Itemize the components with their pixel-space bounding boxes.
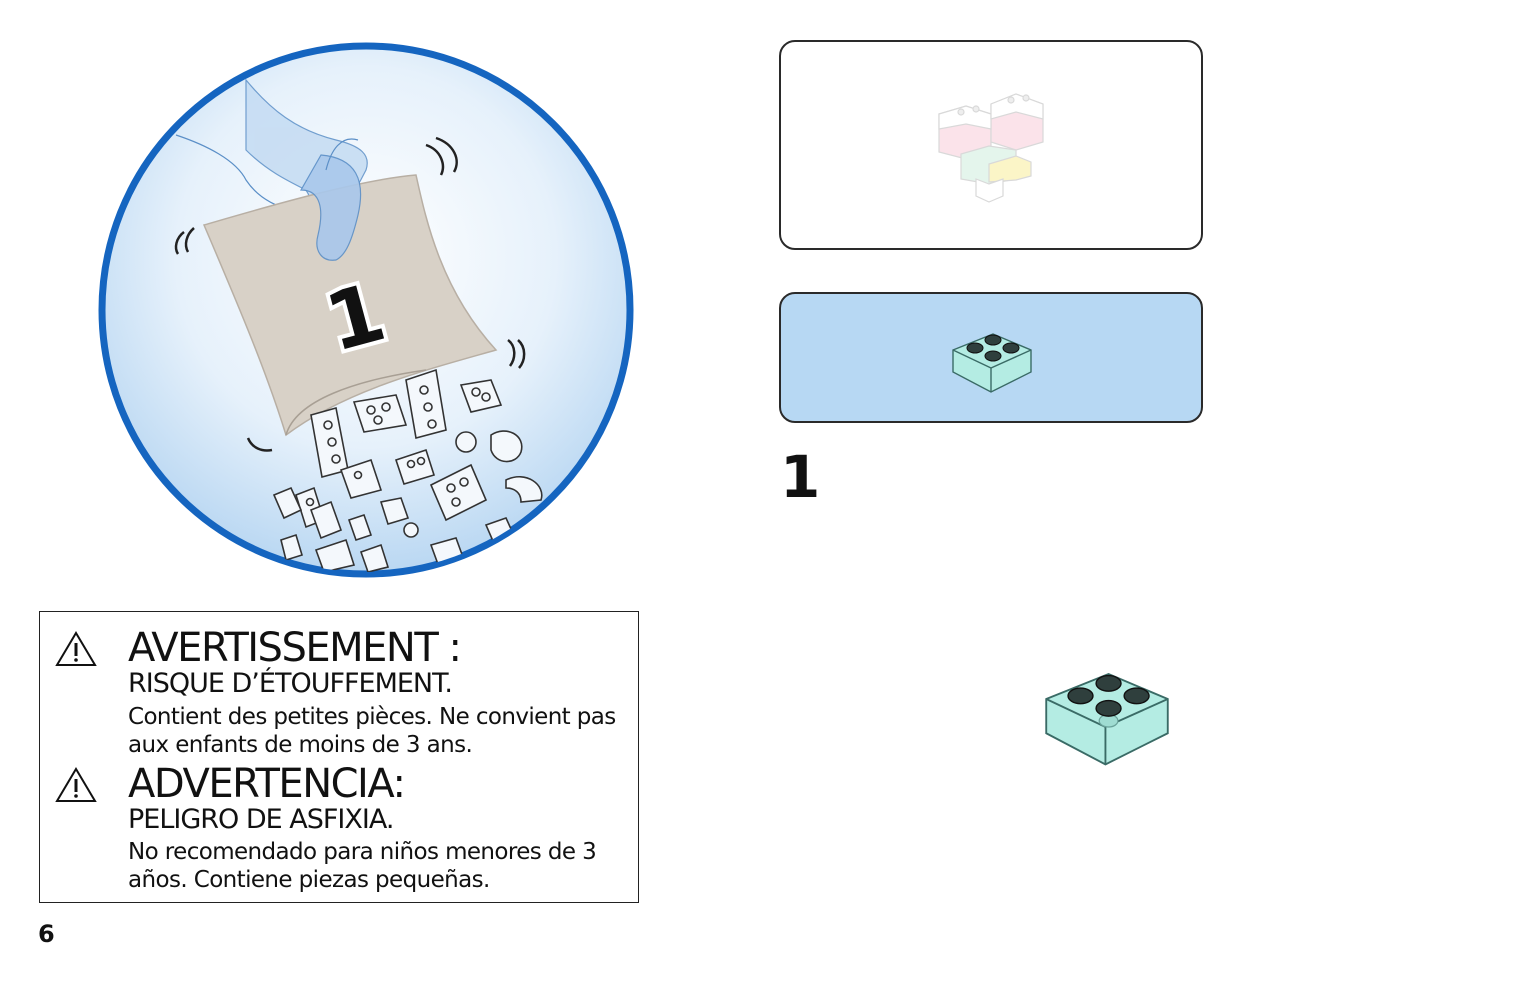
warning-body-es: No recomendado para niños menores de 3 a…	[128, 839, 597, 893]
parts-needed-panel	[779, 292, 1203, 423]
warning-body-fr: Contient des petites pièces. Ne convient…	[128, 704, 616, 758]
warning-heading-es: ADVERTENCIA:	[128, 761, 406, 807]
choking-hazard-warning: AVERTISSEMENT : RISQUE D’ÉTOUFFEMENT. Co…	[39, 611, 639, 903]
bag-opening-illustration: 1	[96, 40, 636, 580]
warning-triangle-icon	[55, 767, 97, 802]
warning-subheading-es: PELIGRO DE ASFIXIA.	[128, 804, 394, 835]
heart-model-icon	[938, 93, 1044, 203]
finished-model-preview-panel	[779, 40, 1203, 250]
page-number: 6	[38, 920, 55, 948]
warning-subheading-fr: RISQUE D’ÉTOUFFEMENT.	[128, 668, 453, 699]
warning-heading-fr: AVERTISSEMENT :	[128, 625, 462, 671]
warning-triangle-icon	[55, 631, 97, 666]
step-number: 1	[780, 443, 821, 511]
brick-2x2-trans-light-blue-icon	[952, 333, 1032, 393]
brick-2x2-trans-light-blue-icon	[1045, 673, 1169, 766]
